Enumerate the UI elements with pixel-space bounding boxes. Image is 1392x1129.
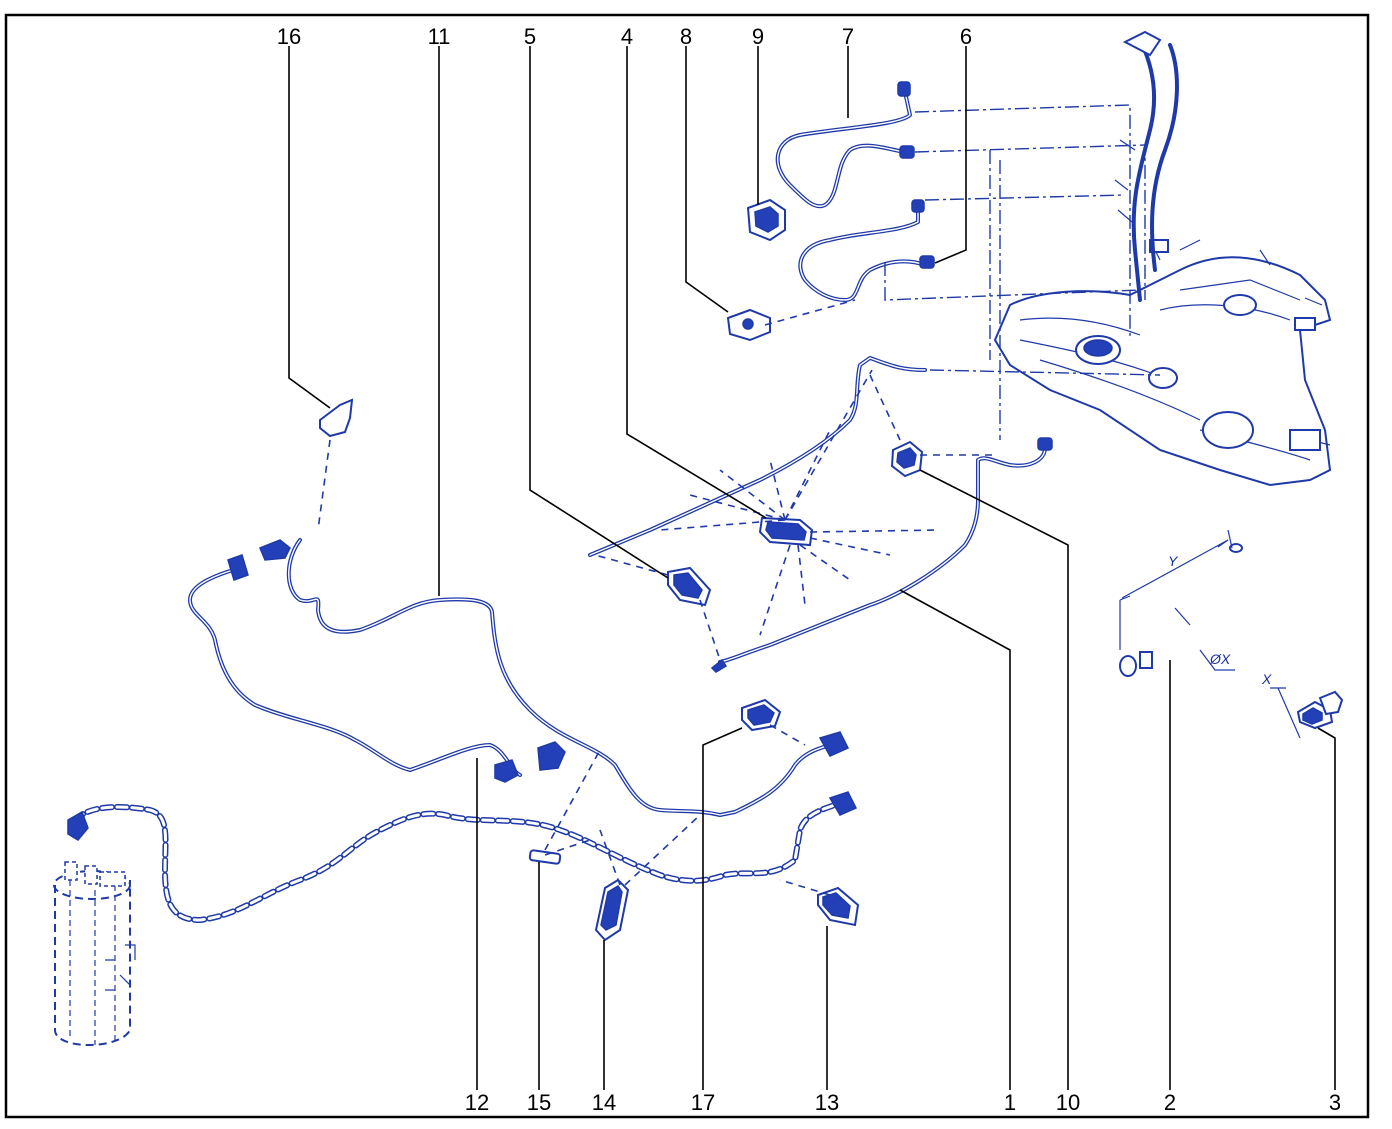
clip-9 (746, 198, 786, 242)
callout-15: 15 (527, 1090, 551, 1115)
callout-1: 1 (1004, 1090, 1016, 1115)
clip-8 (726, 308, 771, 342)
leader-lines (288, 46, 1336, 1090)
diagram-border (4, 13, 1370, 1119)
vent-pipe-upper (588, 356, 927, 557)
clip-5 (667, 566, 712, 607)
callout-9: 9 (752, 24, 764, 49)
callout-2: 2 (1164, 1090, 1176, 1115)
callout-3: 3 (1329, 1090, 1341, 1115)
charcoal-canister (53, 861, 136, 1046)
callout-5: 5 (524, 24, 536, 49)
clip-15 (528, 849, 562, 865)
callout-14: 14 (592, 1090, 616, 1115)
fuel-tank (993, 239, 1332, 487)
fuel-pipe-1 (710, 437, 1053, 673)
dimension-x-label: X (1261, 671, 1272, 687)
clip-13 (817, 886, 860, 927)
callout-4: 4 (621, 24, 633, 49)
callout-labels: 16 11 5 4 8 9 7 6 12 15 14 17 13 1 10 2 … (277, 24, 1341, 1115)
breather-hose-7 (775, 81, 915, 209)
fuel-pipe-11 (188, 538, 850, 817)
clip-10 (890, 440, 924, 478)
callout-8: 8 (680, 24, 692, 49)
callout-13: 13 (815, 1090, 839, 1115)
assembly-arrow-16 (317, 439, 331, 531)
clip-17 (741, 698, 782, 732)
assembly-arrows-lower (544, 749, 831, 896)
fitting-3: X (1261, 671, 1344, 739)
dimension-diameter-label: ØX (1209, 651, 1231, 667)
callout-17: 17 (691, 1090, 715, 1115)
pipe-section-2: Y ØX (1119, 529, 1243, 677)
callout-6: 6 (960, 24, 972, 49)
callout-11: 11 (428, 24, 451, 49)
assembly-guides-upper (764, 104, 1161, 440)
breather-hose-6 (798, 199, 935, 302)
clip-4 (758, 516, 814, 547)
callout-10: 10 (1056, 1090, 1080, 1115)
vapour-line-ghost (67, 791, 858, 924)
callout-12: 12 (465, 1090, 489, 1115)
clip-16 (319, 398, 354, 438)
dimension-y-label: Y (1168, 553, 1179, 569)
assembly-arrow-17 (769, 724, 806, 746)
clip-14 (594, 878, 630, 942)
assembly-arrows-clip-4 (594, 369, 995, 661)
filler-neck (1114, 30, 1179, 302)
callout-16: 16 (277, 24, 301, 49)
callout-7: 7 (842, 24, 854, 49)
connector-12 (494, 741, 566, 783)
